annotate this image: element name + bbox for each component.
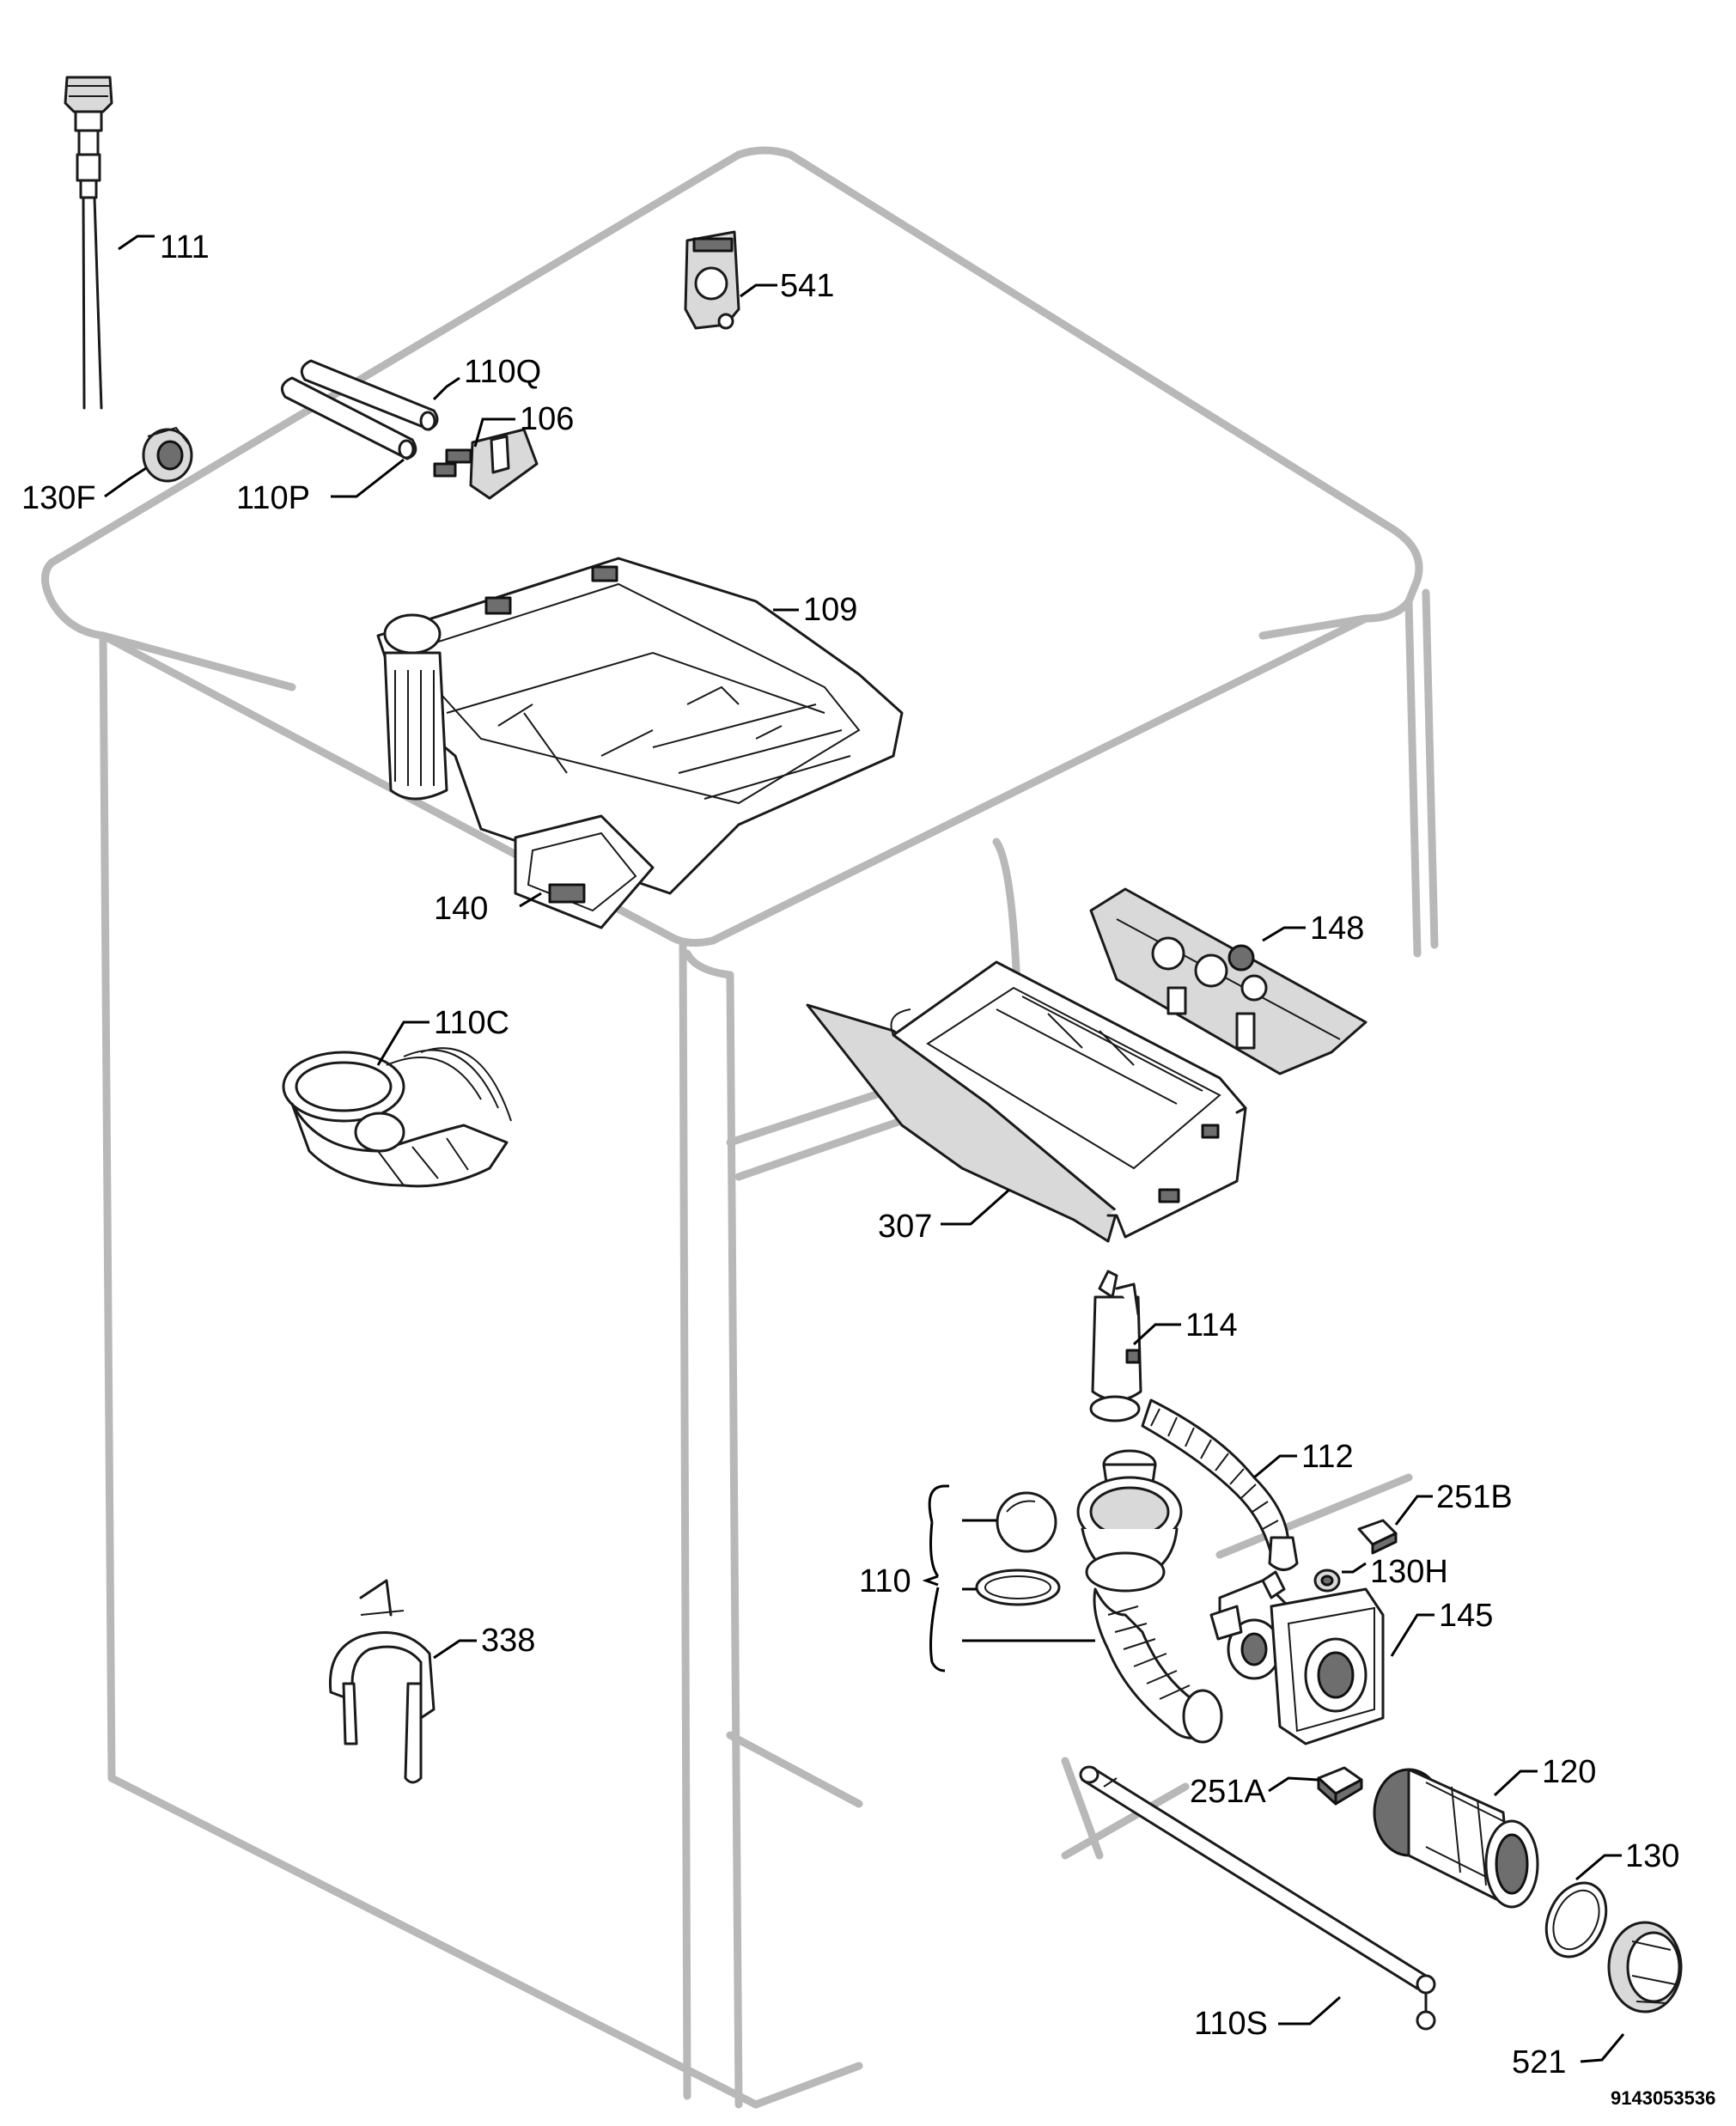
document-number: 9143053536 (1611, 2087, 1715, 2109)
tubes-110Q-110P (280, 359, 439, 460)
callout-521: 521 (1512, 2044, 1566, 2080)
callout-labels: 111 541 110Q 106 130F 110P 109 140 148 1… (21, 229, 1715, 2109)
air-chamber-114 (1089, 1270, 1142, 1422)
callout-110P: 110P (236, 480, 310, 516)
callout-130F: 130F (21, 480, 96, 516)
callout-110: 110 (859, 1563, 911, 1599)
callout-145: 145 (1439, 1598, 1493, 1634)
callout-130H: 130H (1370, 1554, 1448, 1590)
callout-338: 338 (481, 1623, 535, 1659)
callout-110S: 110S (1194, 2006, 1268, 2042)
clip-251B (1357, 1519, 1398, 1555)
callout-112: 112 (1301, 1439, 1354, 1475)
connector-106 (433, 428, 539, 500)
corrugated-hose-112 (1141, 1398, 1299, 1571)
callout-109: 109 (803, 592, 857, 628)
drain-tube-110S (1079, 1765, 1436, 2031)
callout-106: 106 (520, 401, 574, 437)
leader-lines (104, 235, 1625, 2063)
ball-110 (996, 1491, 1057, 1553)
callout-251B: 251B (1436, 1479, 1513, 1515)
callout-140: 140 (434, 891, 488, 927)
flap-140 (514, 814, 655, 929)
clip-251A (1317, 1766, 1363, 1806)
holder-148 (1089, 887, 1367, 1075)
seal-130F (142, 426, 193, 483)
callout-111: 111 (160, 229, 210, 265)
detergent-drawer-307 (806, 960, 1247, 1243)
bellows-hose-110C (282, 1047, 512, 1188)
callout-114: 114 (1185, 1307, 1238, 1343)
hose-holder-338 (328, 1579, 436, 1784)
callout-130: 130 (1625, 1838, 1679, 1874)
callout-541: 541 (780, 268, 834, 304)
callout-148: 148 (1310, 911, 1364, 947)
pump-housing-110 (1076, 1449, 1223, 1744)
ring-110 (975, 1569, 1061, 1606)
o-ring-130 (1544, 1881, 1608, 1958)
callout-120: 120 (1542, 1754, 1596, 1790)
filter-cap-521 (1607, 1921, 1683, 2013)
seal-130H (1313, 1569, 1341, 1593)
callout-110Q: 110Q (464, 354, 541, 390)
clip-541 (684, 230, 740, 330)
callout-251A: 251A (1190, 1774, 1266, 1810)
filter-120 (1373, 1768, 1539, 1909)
callout-307: 307 (878, 1209, 932, 1245)
callout-110C: 110C (434, 1005, 509, 1041)
inlet-hose-111 (64, 76, 113, 410)
pump-145 (1209, 1570, 1385, 1745)
dispenser-housing-109 (376, 557, 904, 895)
